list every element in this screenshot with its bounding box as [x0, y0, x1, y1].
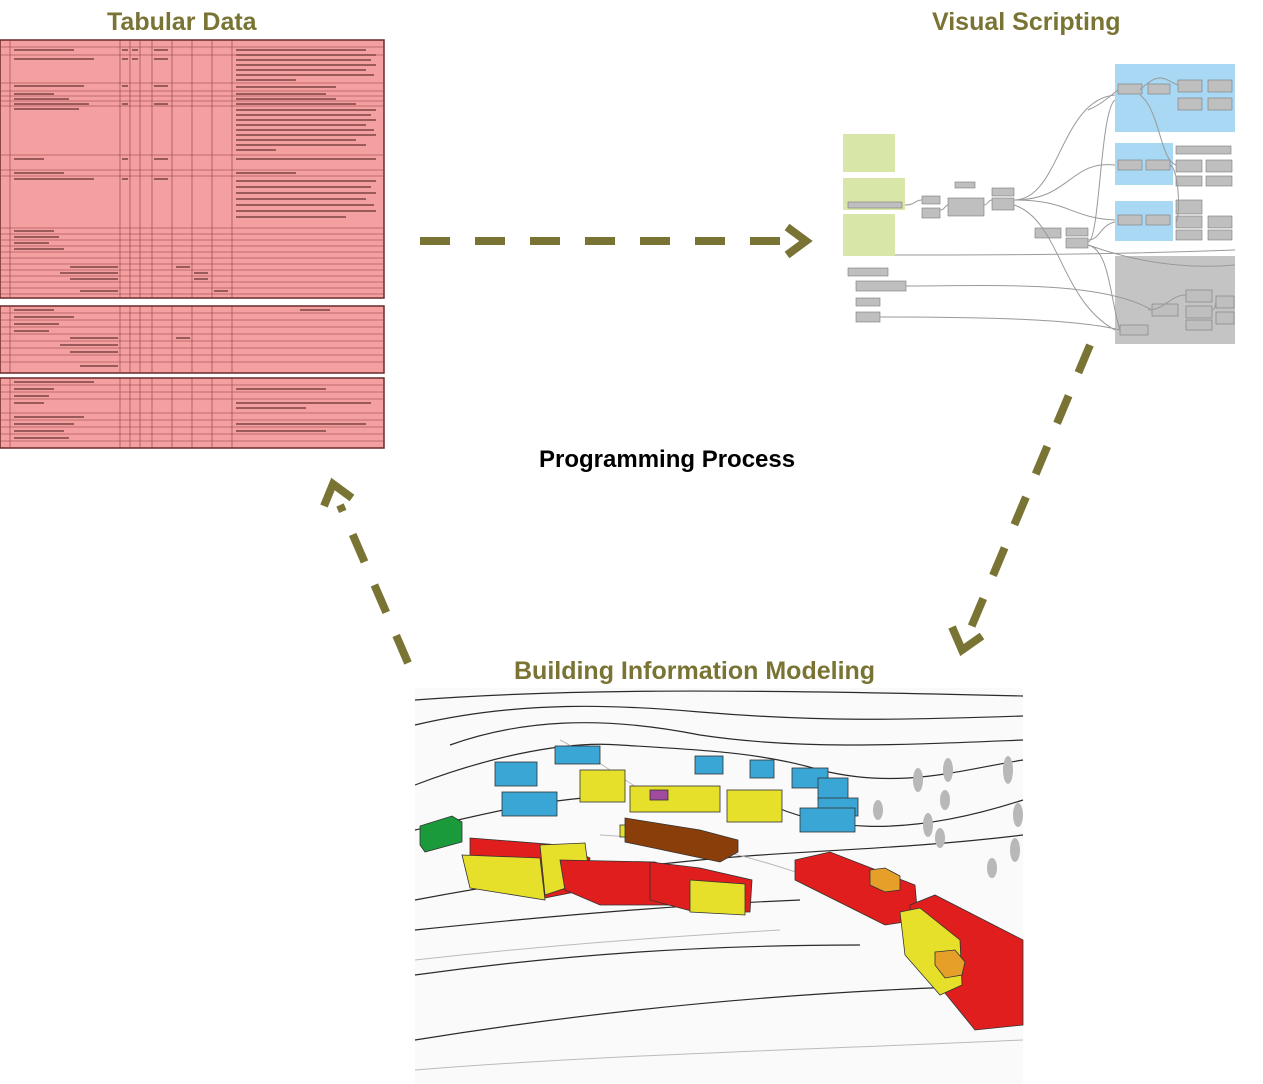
programming-process-label: Programming Process: [539, 446, 796, 473]
bim-model-image: [414, 688, 1024, 1084]
visual-scripting-label: Visual Scripting: [932, 8, 1121, 36]
arrow-bim-to-tabular: [320, 477, 412, 665]
arrow-visual-to-bim: [948, 343, 1094, 657]
arrow-tabular-to-visual: [420, 223, 813, 259]
visual-scripting-image: [843, 64, 1236, 344]
tabular-data-label: Tabular Data: [107, 8, 257, 36]
bim-label: Building Information Modeling: [514, 657, 876, 685]
spreadsheet-image: [0, 39, 385, 449]
